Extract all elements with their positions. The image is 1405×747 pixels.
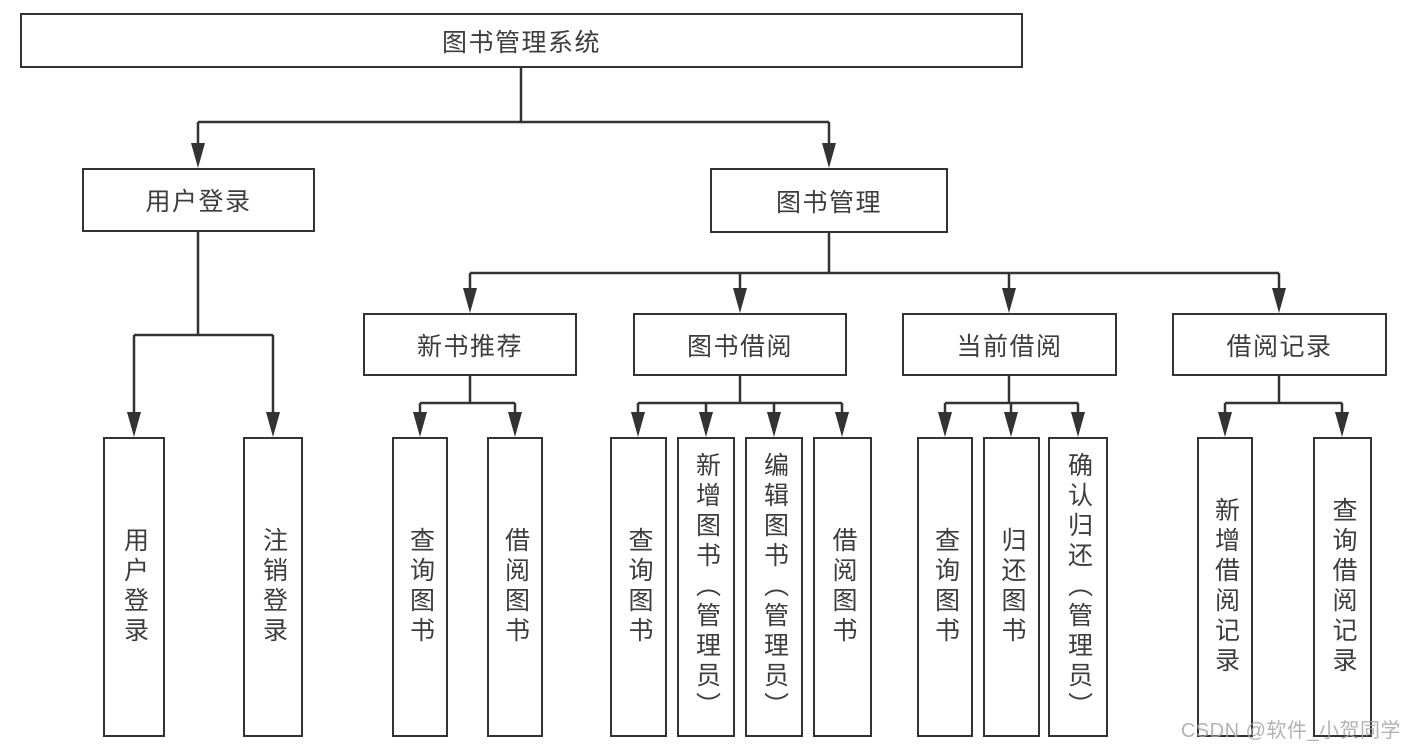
leaf-add-books-admin: 新增图书（管理员） bbox=[677, 437, 735, 737]
leaf-query-books-borrowing: 查询图书 bbox=[610, 437, 667, 737]
connector-paths bbox=[132, 68, 1344, 416]
leaf-query-books-recommend: 查询图书 bbox=[392, 437, 448, 737]
leaf-return-books: 归还图书 bbox=[983, 437, 1040, 737]
leaf-query-books-current: 查询图书 bbox=[917, 437, 973, 737]
leaf-user-login: 用户登录 bbox=[103, 437, 165, 737]
leaf-borrow-books-recommend: 借阅图书 bbox=[487, 437, 543, 737]
node-user-login-branch: 用户登录 bbox=[82, 168, 315, 232]
node-book-management-branch: 图书管理 bbox=[710, 168, 948, 233]
leaf-borrow-books: 借阅图书 bbox=[813, 437, 872, 737]
node-book-borrowing: 图书借阅 bbox=[633, 313, 847, 376]
leaf-edit-books-admin: 编辑图书（管理员） bbox=[745, 437, 803, 737]
node-current-borrowing: 当前借阅 bbox=[902, 313, 1117, 376]
node-borrowing-records: 借阅记录 bbox=[1172, 313, 1387, 376]
leaf-confirm-return-admin: 确认归还（管理员） bbox=[1048, 437, 1108, 737]
node-new-book-recommend: 新书推荐 bbox=[363, 313, 577, 376]
leaf-logout: 注销登录 bbox=[243, 437, 303, 737]
leaf-add-borrow-record: 新增借阅记录 bbox=[1197, 437, 1253, 737]
arrowheads bbox=[127, 143, 1349, 437]
leaf-query-borrow-record: 查询借阅记录 bbox=[1313, 437, 1372, 737]
node-root-library-system: 图书管理系统 bbox=[20, 13, 1023, 68]
